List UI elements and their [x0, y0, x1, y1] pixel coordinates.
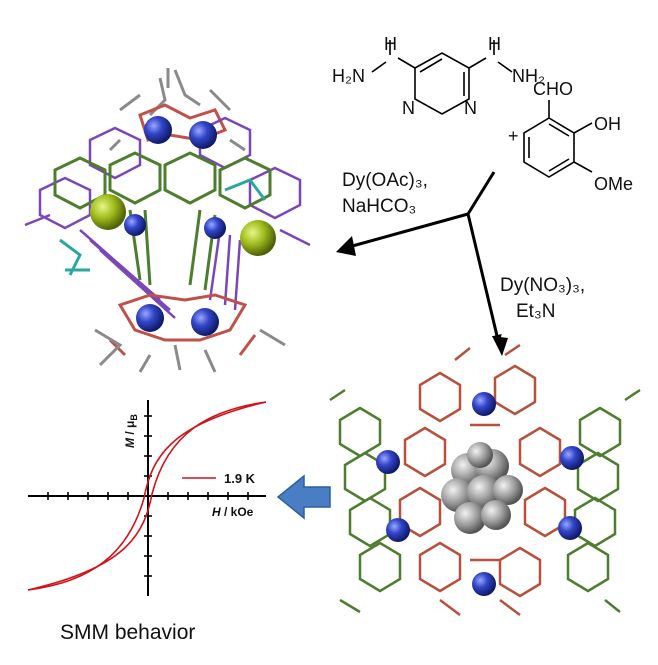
route-right-reagent-line2: Et₃N [516, 301, 555, 322]
arrow-head-down [492, 336, 508, 356]
nh-hydrogen-right: H [488, 34, 501, 54]
methoxy-group: OMe [594, 174, 633, 194]
dy-atom [472, 392, 496, 416]
blue-arrow-to-plot [276, 474, 331, 520]
dihydrazinopyrimidine-structure: H H₂N H NH₂ N N [332, 34, 545, 118]
dy-atom [191, 308, 219, 336]
dy-atom [558, 516, 582, 540]
dy-atom [376, 450, 400, 474]
route-left-reagent-line1: Dy(OAc)₃, [342, 170, 428, 191]
hysteresis-branch-lower [27, 401, 267, 591]
ring-nitrogen-left: N [402, 98, 415, 118]
counter-ion-sphere [240, 220, 276, 256]
smm-caption: SMM behavior [60, 621, 195, 644]
dy-atom [124, 214, 146, 236]
cage-cyan-fragment [59, 178, 267, 276]
dy-atom [144, 116, 172, 144]
dy-atom [560, 446, 584, 470]
cage-purple-ligands [24, 116, 311, 319]
cage-bottom-red-fragment [108, 293, 257, 357]
ring-nitrogen-right: N [464, 98, 477, 118]
dy-atom [204, 217, 226, 239]
route-right-reagent-line1: Dy(NO₃)₃, [500, 275, 585, 296]
aldehyde-group: CHO [533, 79, 573, 99]
counter-ion-sphere [90, 194, 126, 230]
dy-cluster-structure [329, 343, 641, 616]
legend-label: 1.9 K [224, 471, 256, 486]
cage-bottom-grey-fragment [94, 328, 286, 373]
reaction-branch-arrows [336, 171, 508, 356]
dy-cage-structure [24, 68, 311, 373]
dy-atom [136, 304, 164, 332]
dy-atom [189, 121, 217, 149]
cage-top-fragment [108, 68, 246, 152]
dy-atom [472, 572, 496, 596]
arrow-to-cluster [466, 213, 502, 345]
x-axis-label: H / kOe [212, 505, 254, 519]
route-left-reagent-line2: NaHCO₃ [342, 196, 416, 217]
cluster-green-ligands [329, 388, 641, 614]
reagent-arrow-stem [466, 171, 496, 215]
nh-hydrogen-left: H [384, 34, 397, 54]
y-axis-label: M / μB [123, 414, 139, 448]
o-vanillin-structure: CHO OH OMe [523, 79, 633, 194]
hysteresis-plot: 1.9 K M / μB H / kOe [27, 400, 267, 596]
encapsulated-guest [441, 442, 523, 534]
cluster-red-ligands [398, 343, 567, 616]
dy-atom [386, 518, 410, 542]
plus-sign: + [508, 126, 519, 146]
arrow-head-left [336, 236, 356, 256]
arrow-to-cage [340, 212, 469, 252]
hydroxyl-group: OH [594, 114, 621, 134]
h2n-group: H₂N [332, 66, 365, 86]
nh2-group: NH₂ [512, 66, 545, 86]
